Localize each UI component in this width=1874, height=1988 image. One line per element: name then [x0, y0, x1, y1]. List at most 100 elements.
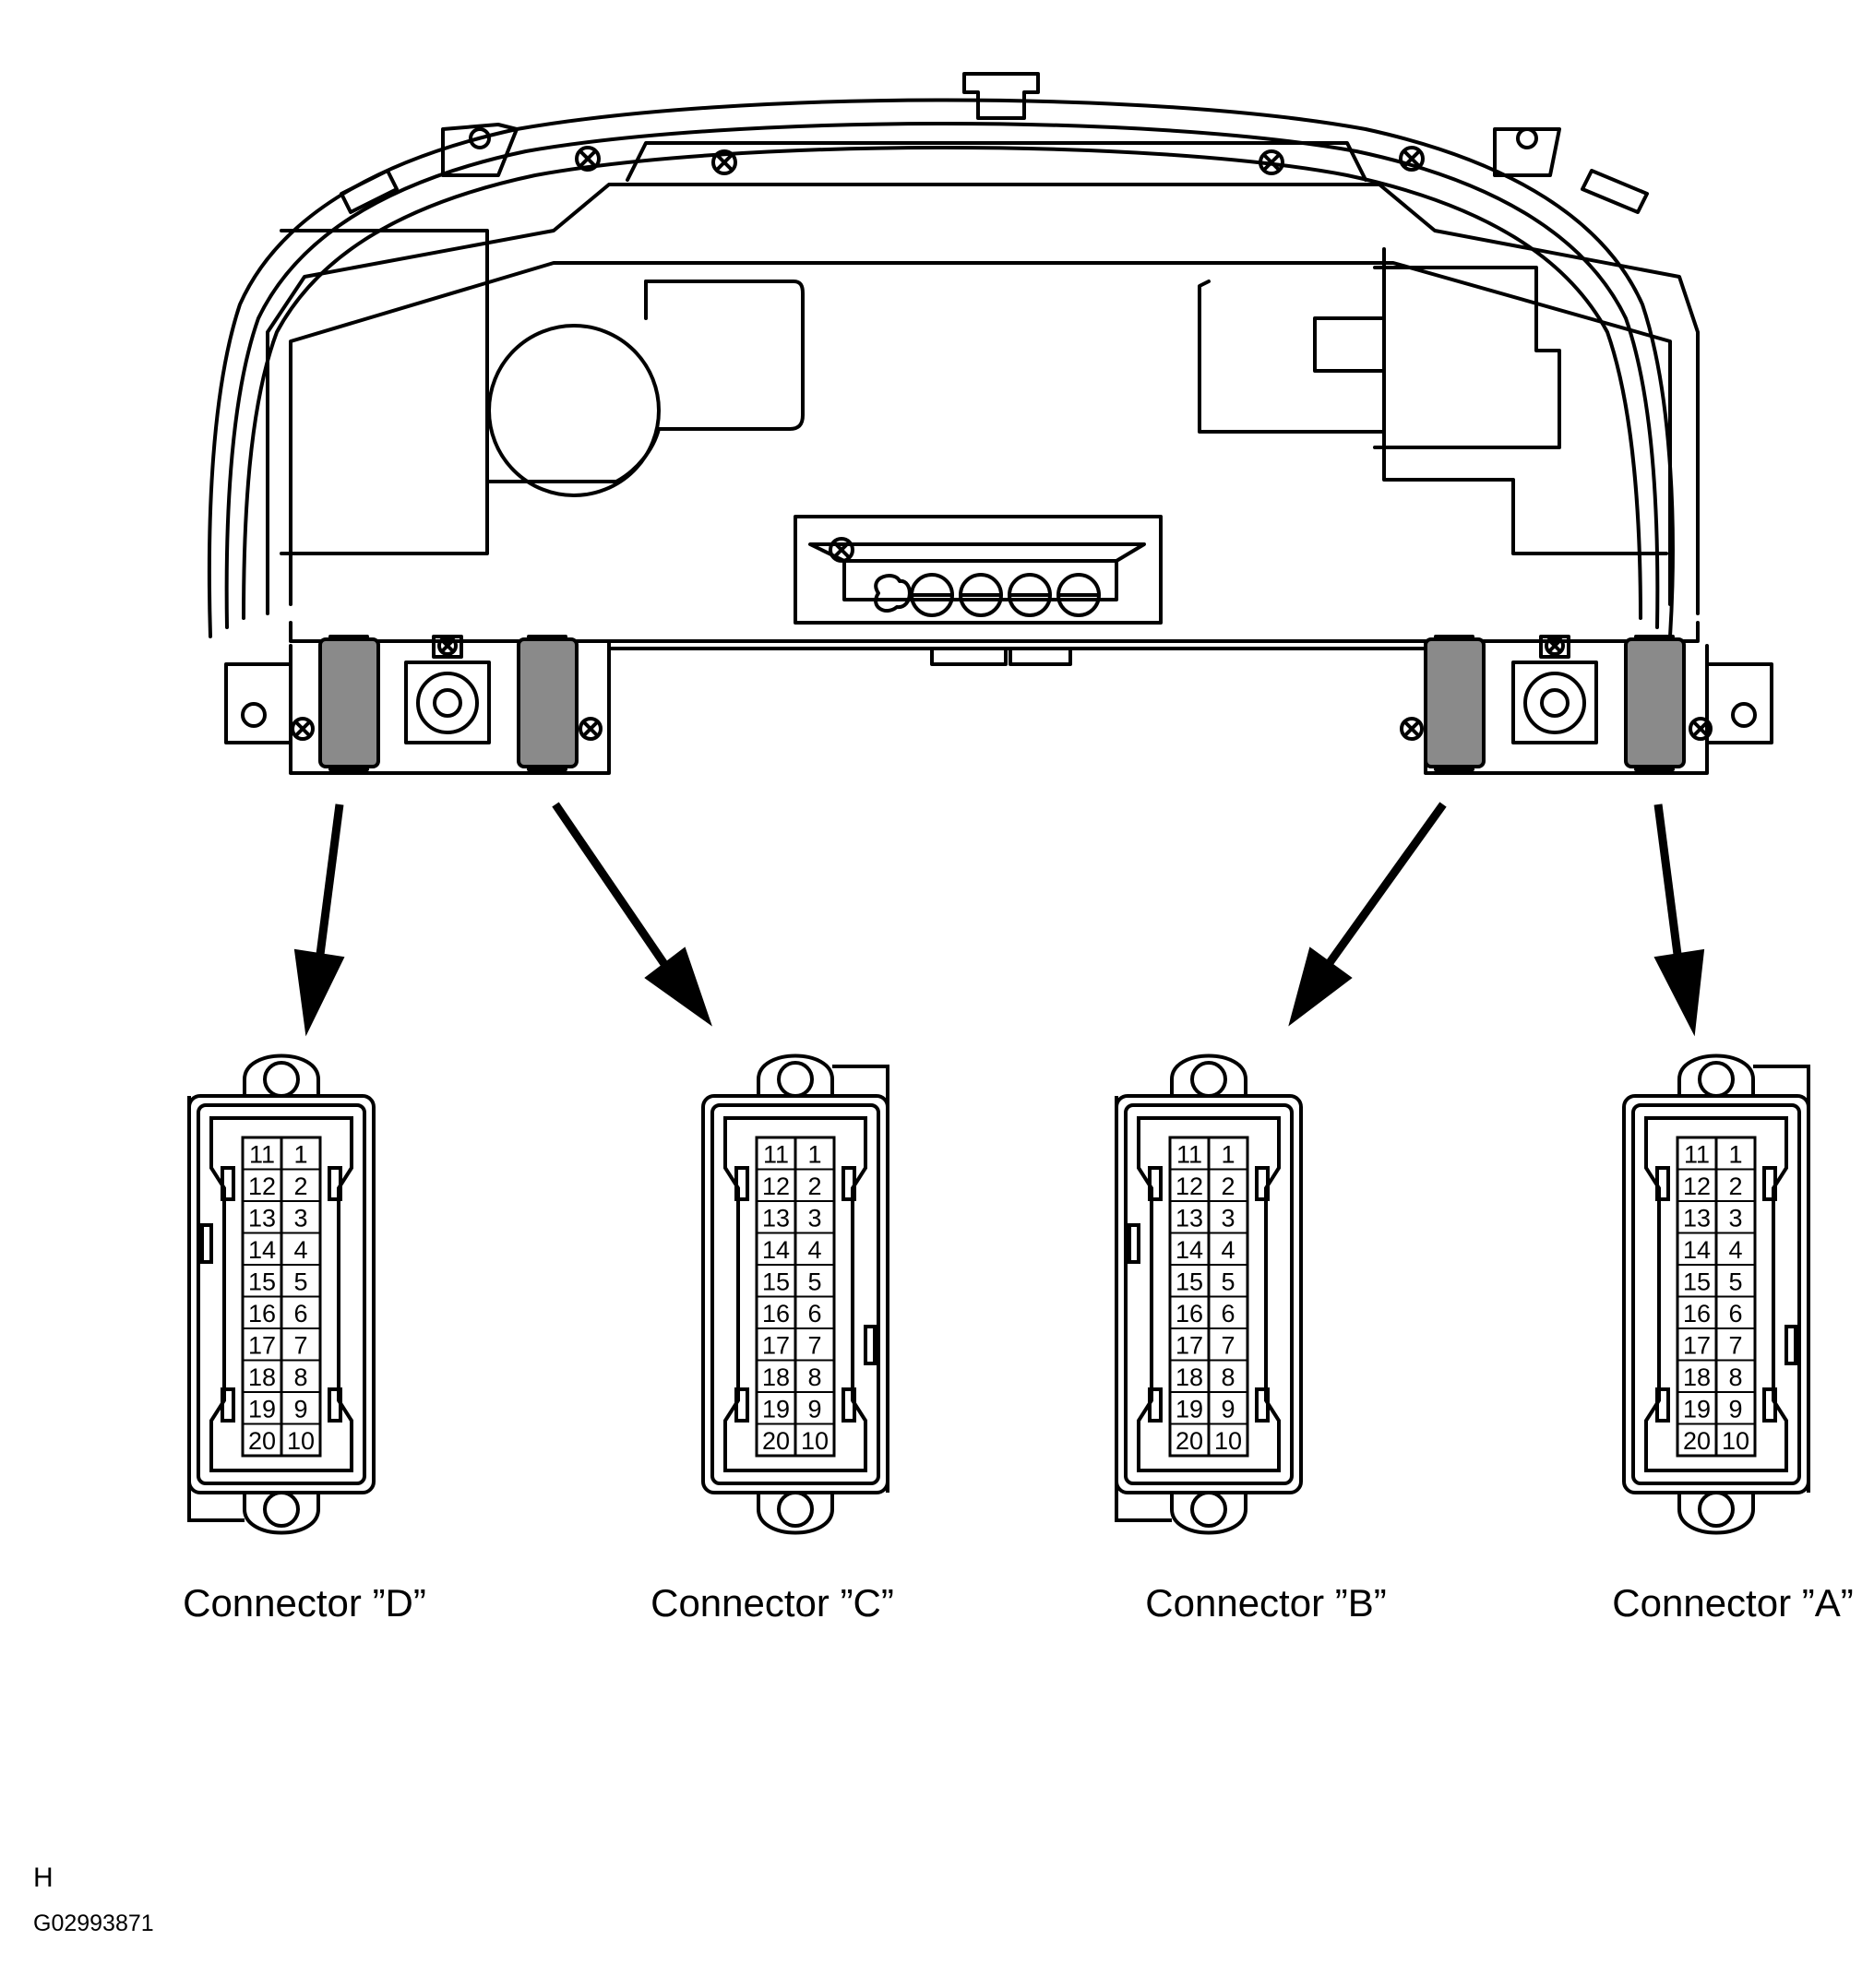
pin-number: 11: [1684, 1140, 1710, 1168]
pin-number: 2: [1728, 1173, 1742, 1200]
pin-number: 14: [1683, 1236, 1711, 1264]
pin-number: 12: [1683, 1173, 1711, 1200]
pin-number: 8: [1728, 1363, 1742, 1391]
pin-number: 15: [1176, 1268, 1203, 1295]
pin-number: 6: [1221, 1300, 1235, 1327]
pin-number: 9: [807, 1395, 821, 1423]
pin-number: 4: [1221, 1236, 1235, 1264]
pin-number: 19: [1683, 1395, 1711, 1423]
pin-number: 5: [1221, 1268, 1235, 1295]
pin-number: 10: [287, 1427, 315, 1455]
pin-number: 12: [1176, 1173, 1203, 1200]
pin-number: 10: [801, 1427, 829, 1455]
pin-number: 8: [807, 1363, 821, 1391]
pin-number: 11: [1176, 1140, 1202, 1168]
connector-label-a: Connector ”A”: [1612, 1581, 1854, 1625]
figure-code: G02993871: [33, 1911, 154, 1936]
pin-number: 14: [1176, 1236, 1203, 1264]
center-bottom-panel: [794, 515, 1163, 625]
gauge-recess-left: [280, 229, 805, 555]
connector-label-c: Connector ”C”: [651, 1581, 894, 1625]
pin-number: 14: [762, 1236, 790, 1264]
pin-number: 17: [762, 1331, 790, 1359]
pin-number: 16: [1683, 1300, 1711, 1327]
pin-number: 5: [293, 1268, 307, 1295]
pin-number: 7: [807, 1331, 821, 1359]
connector-socket-d: [318, 635, 380, 771]
arrow-to-connector-b: [1288, 802, 1447, 1027]
pin-number: 5: [807, 1268, 821, 1295]
pin-number: 15: [762, 1268, 790, 1295]
pin-number: 3: [807, 1204, 821, 1232]
pin-number: 13: [248, 1204, 276, 1232]
pin-number: 4: [1728, 1236, 1742, 1264]
pin-number: 3: [1728, 1204, 1742, 1232]
pin-number: 18: [248, 1363, 276, 1391]
pin-number: 6: [293, 1300, 307, 1327]
pin-number: 4: [807, 1236, 821, 1264]
pin-number: 16: [248, 1300, 276, 1327]
pin-number: 12: [762, 1173, 790, 1200]
pin-number: 3: [293, 1204, 307, 1232]
pin-number: 9: [293, 1395, 307, 1423]
pin-number: 15: [1683, 1268, 1711, 1295]
pin-number: 15: [248, 1268, 276, 1295]
arrow-to-connector-d: [293, 804, 345, 1037]
pin-number: 17: [1176, 1331, 1203, 1359]
pin-number: 19: [248, 1395, 276, 1423]
pin-number: 20: [1683, 1427, 1711, 1455]
pin-number: 7: [293, 1331, 307, 1359]
arrow-to-connector-c: [552, 802, 712, 1027]
connector-socket-b: [1424, 635, 1486, 771]
pin-number: 7: [1221, 1331, 1235, 1359]
pin-number: 1: [1221, 1140, 1235, 1168]
pin-number: 16: [762, 1300, 790, 1327]
pin-number: 17: [248, 1331, 276, 1359]
pin-number: 18: [1176, 1363, 1203, 1391]
gauge-recess-right: [1198, 247, 1668, 555]
connector-socket-a: [1624, 635, 1686, 771]
pin-number: 17: [1683, 1331, 1711, 1359]
pin-number: 4: [293, 1236, 307, 1264]
pin-number: 2: [293, 1173, 307, 1200]
pin-number: 13: [762, 1204, 790, 1232]
connector-socket-c: [517, 635, 579, 771]
pin-number: 18: [762, 1363, 790, 1391]
connector-label-d: Connector ”D”: [183, 1581, 426, 1625]
screw-icon: [575, 146, 1425, 563]
pin-number: 13: [1683, 1204, 1711, 1232]
arrow-to-connector-a: [1653, 804, 1705, 1037]
pin-number: 10: [1722, 1427, 1749, 1455]
pin-number: 19: [1176, 1395, 1203, 1423]
connector-rail: [224, 621, 1773, 775]
pin-number: 9: [1728, 1395, 1742, 1423]
pin-number: 19: [762, 1395, 790, 1423]
pin-number: 12: [248, 1173, 276, 1200]
pin-number: 14: [248, 1236, 276, 1264]
pin-number: 7: [1728, 1331, 1742, 1359]
view-letter: H: [33, 1863, 54, 1893]
pin-number: 11: [763, 1140, 789, 1168]
pin-number: 20: [1176, 1427, 1203, 1455]
pin-number: 6: [807, 1300, 821, 1327]
pin-number: 13: [1176, 1204, 1203, 1232]
pin-number: 1: [293, 1140, 307, 1168]
pin-number: 20: [762, 1427, 790, 1455]
combination-meter-housing: [207, 72, 1700, 638]
pin-number: 16: [1176, 1300, 1203, 1327]
pin-number: 8: [293, 1363, 307, 1391]
pin-number: 1: [1728, 1140, 1742, 1168]
pin-number: 10: [1214, 1427, 1242, 1455]
pin-number: 20: [248, 1427, 276, 1455]
pin-number: 6: [1728, 1300, 1742, 1327]
pin-number: 2: [1221, 1173, 1235, 1200]
pin-number: 2: [807, 1173, 821, 1200]
pin-number: 1: [807, 1140, 821, 1168]
connector-label-b: Connector ”B”: [1145, 1581, 1387, 1625]
pin-number: 18: [1683, 1363, 1711, 1391]
